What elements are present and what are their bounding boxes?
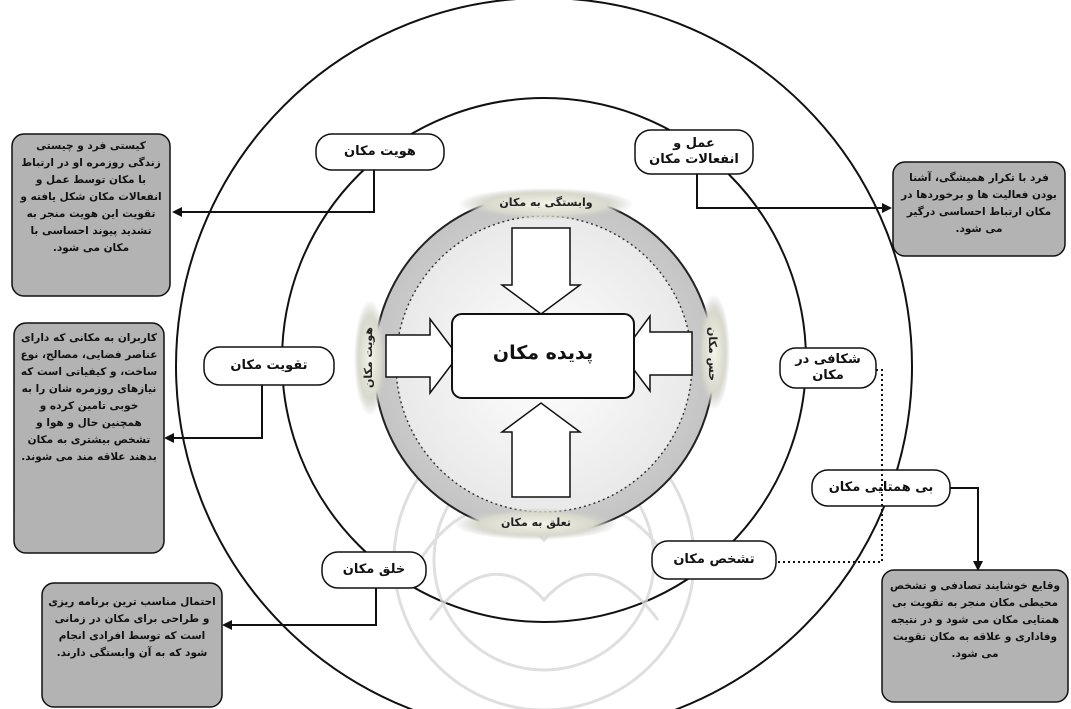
desc-uniqueness-box	[881, 569, 1069, 703]
ring-label-right: حس مکان	[706, 326, 719, 382]
node-distinction-label: تشخص مکان	[673, 552, 755, 567]
ring-label-right-bg	[698, 294, 730, 410]
node-distinction-box	[651, 540, 777, 580]
arrow-right-left	[385, 316, 459, 396]
desc-creation-text: احتمال مناسب ترین برنامه ریزی و طراحی بر…	[48, 596, 216, 659]
node-identity-box	[315, 133, 445, 171]
desc-identity-box	[11, 133, 171, 297]
ring-label-bottom-bg	[454, 508, 618, 540]
ring-label-top: وابستگی به مکان	[499, 196, 593, 209]
desc-identity-text: کیستی فرد و چیستی زندگی روزمره او در ارت…	[20, 140, 162, 254]
outer-circle	[175, 0, 913, 709]
desc-strengthen-text: کاربران به مکانی که دارای عناصر فضایی، م…	[20, 332, 158, 463]
node-actions-label: عمل و انفعالات مکان	[649, 136, 739, 167]
node-identity-label: هویت مکان	[344, 144, 416, 159]
node-creation-box	[321, 551, 427, 589]
desc-uniqueness-text: وقایع خوشایند تصادفی و تشخص محیطی مکان م…	[890, 580, 1060, 660]
arrowheads	[164, 203, 983, 630]
ring-label-left: هویت مکان	[362, 327, 375, 389]
arrow-down-top	[499, 227, 583, 315]
node-strengthen-label: تقویت مکان	[230, 358, 308, 373]
desc-actions-box	[892, 161, 1066, 257]
node-strengthen-box	[203, 346, 335, 386]
center-box	[451, 313, 635, 399]
node-formation-label: شکافی در مکان	[795, 352, 861, 383]
node-actions-box	[634, 129, 754, 175]
node-creation-label: خلق مکان	[342, 562, 406, 577]
node-uniqueness-label: بی همتایی مکان	[828, 480, 934, 495]
ring-label-bottom: تعلق به مکان	[501, 516, 571, 529]
arrow-left-right	[621, 313, 693, 394]
connectors	[172, 170, 979, 626]
ring-label-top-bg	[458, 188, 634, 220]
center-label: پدیده مکان	[492, 342, 594, 364]
dotted-connectors	[776, 369, 883, 563]
node-formation-box	[779, 347, 877, 389]
arrow-up-bottom	[499, 402, 583, 498]
desc-actions-text: فرد با تکرار همیشگی، آشنا بودن فعالیت ها…	[901, 172, 1057, 235]
desc-creation-box	[41, 582, 223, 708]
ring-label-left-bg	[354, 300, 386, 416]
